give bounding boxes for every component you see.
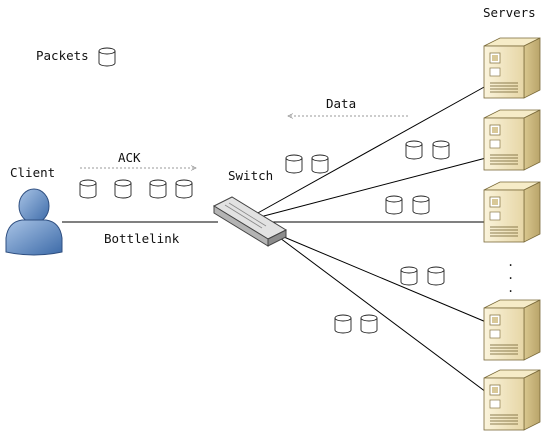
switch-label: Switch bbox=[228, 168, 274, 183]
more-servers-ellipsis: . . . bbox=[507, 255, 515, 295]
packet-icon bbox=[79, 179, 97, 199]
server-icon-5 bbox=[483, 369, 541, 431]
server-icon-3 bbox=[483, 181, 541, 243]
packets-legend-label: Packets bbox=[36, 48, 89, 63]
servers-label: Servers bbox=[483, 5, 536, 20]
packet-icon bbox=[432, 140, 450, 160]
server-link-5 bbox=[279, 237, 487, 393]
server-link-1 bbox=[255, 85, 487, 215]
server-icon-4 bbox=[483, 299, 541, 361]
packet-icon bbox=[385, 195, 403, 215]
server-link-4 bbox=[271, 231, 487, 323]
server-icon-1 bbox=[483, 37, 541, 99]
packet-icon bbox=[175, 179, 193, 199]
packet-icon bbox=[412, 195, 430, 215]
packet-legend-icon bbox=[98, 47, 116, 67]
server-icon-2 bbox=[483, 109, 541, 171]
packet-icon bbox=[360, 314, 378, 334]
packet-icon bbox=[334, 314, 352, 334]
client-label: Client bbox=[10, 165, 56, 180]
server-link-2 bbox=[259, 157, 487, 218]
switch-icon bbox=[212, 196, 288, 247]
packet-icon bbox=[285, 154, 303, 174]
packet-icon bbox=[427, 266, 445, 286]
packet-icon bbox=[405, 140, 423, 160]
packet-icon bbox=[311, 154, 329, 174]
packet-icon bbox=[400, 266, 418, 286]
packet-icon bbox=[149, 179, 167, 199]
ack-label: ACK bbox=[118, 150, 141, 165]
data-label: Data bbox=[326, 96, 357, 111]
client-person-icon bbox=[5, 188, 63, 256]
packet-icon bbox=[114, 179, 132, 199]
bottlelink-label: Bottlelink bbox=[104, 231, 180, 246]
